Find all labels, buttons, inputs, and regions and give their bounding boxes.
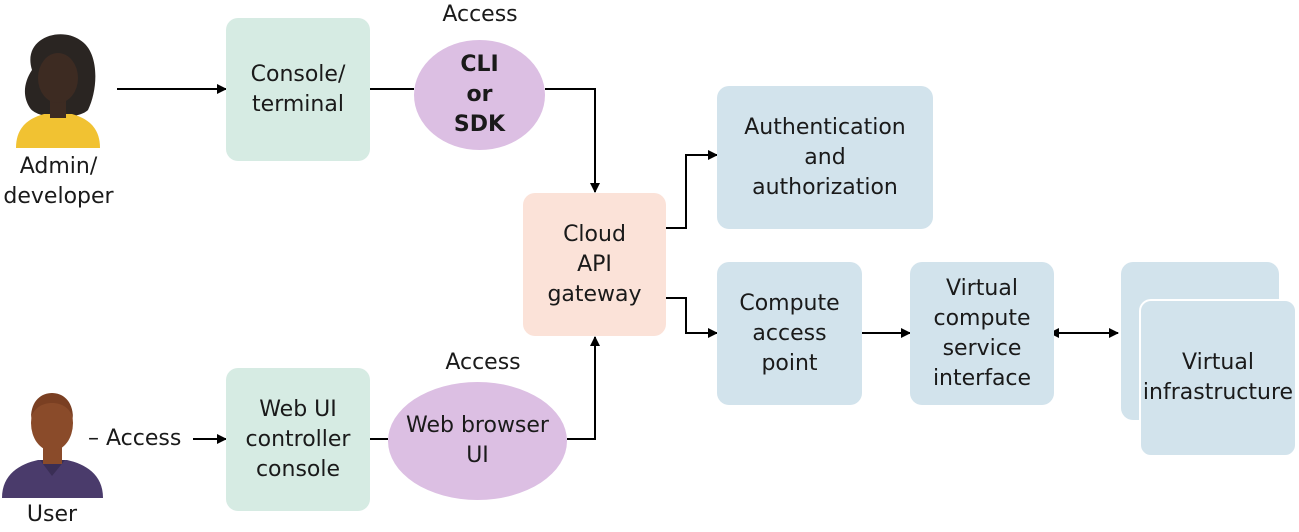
arrow-gateway-to-auth bbox=[666, 150, 718, 229]
web-ui-controller-console-box: Web UI controller console bbox=[226, 368, 370, 511]
virtual-compute-service-interface-box: Virtual compute service interface bbox=[910, 262, 1054, 405]
arrow-cli-to-gateway bbox=[545, 88, 600, 193]
web-browser-ui-oval: Web browser UI bbox=[388, 382, 567, 500]
arrow-gateway-to-compute bbox=[666, 297, 718, 338]
user-access-label: – Access bbox=[88, 426, 182, 451]
cloud-api-gateway-box: Cloud API gateway bbox=[523, 193, 666, 336]
admin-developer-icon bbox=[16, 34, 100, 148]
access-label-top: Access bbox=[442, 2, 518, 27]
cli-or-sdk-oval: CLI or SDK bbox=[414, 40, 545, 150]
virtual-infrastructure-box: Virtual infrastructure bbox=[1139, 299, 1297, 457]
access-label-middle: Access bbox=[445, 350, 521, 375]
console-terminal-box: Console/ terminal bbox=[226, 18, 370, 161]
authentication-authorization-box: Authentication and authorization bbox=[717, 86, 933, 229]
arrow-browser-to-gateway bbox=[567, 336, 600, 440]
compute-access-point-box: Compute access point bbox=[717, 262, 862, 405]
admin-developer-label: Admin/ developer bbox=[3, 154, 114, 209]
user-label: User bbox=[26, 502, 78, 527]
user-icon bbox=[2, 393, 103, 498]
